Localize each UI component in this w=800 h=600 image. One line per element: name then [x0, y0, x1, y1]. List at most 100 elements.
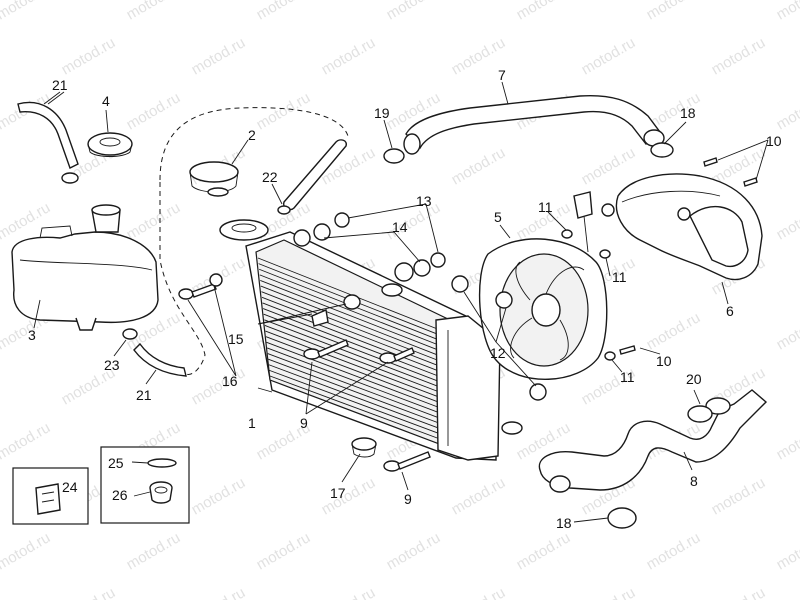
clamp-22: [277, 205, 291, 215]
radiator-fin-line: [262, 302, 444, 374]
watermark-text: motod.ru: [124, 199, 184, 243]
watermark-text: motod.ru: [59, 584, 119, 600]
watermark-text: motod.ru: [319, 584, 379, 600]
leader-lines: [33, 81, 769, 523]
hose-21-top: [17, 101, 79, 169]
watermark-text: motod.ru: [189, 34, 249, 78]
callout-24: 24: [62, 479, 78, 495]
callout-5: 5: [494, 209, 502, 225]
callout-25: 25: [108, 455, 124, 471]
radiator-fin-line: [263, 313, 444, 384]
radiator: [245, 231, 523, 461]
radiator-fin-line: [260, 280, 442, 352]
clamp-23-top: [61, 172, 79, 184]
upper-hose-7: [403, 94, 665, 155]
watermark-text: motod.ru: [709, 474, 769, 518]
radiator-fin-line: [262, 308, 444, 379]
watermark-text: motod.ru: [709, 584, 769, 600]
filler-neck: [219, 219, 269, 241]
callout-14: 14: [392, 219, 408, 235]
watermark-text: motod.ru: [579, 144, 639, 188]
watermark-text: motod.ru: [449, 144, 509, 188]
callout-23: 23: [104, 357, 120, 373]
radiator-fin-line: [265, 330, 446, 400]
watermark-text: motod.ru: [579, 34, 639, 78]
screws-10-washers-11: [561, 157, 758, 361]
lower-hose-8: [538, 389, 768, 493]
watermark-text: motod.ru: [319, 34, 379, 78]
watermark-text: motod.ru: [384, 529, 444, 573]
callout-3: 3: [28, 327, 36, 343]
watermark-text: motod.ru: [189, 364, 249, 408]
watermark-text: motod.ru: [514, 0, 574, 23]
radiator-fin-line: [268, 358, 448, 427]
watermark-text: motod.ru: [449, 474, 509, 518]
callout-7: 7: [498, 67, 506, 83]
watermark-text: motod.ru: [124, 89, 184, 133]
radiator-fin-line: [268, 364, 448, 432]
callout-6: 6: [726, 303, 734, 319]
watermark-text: motod.ru: [319, 474, 379, 518]
watermark-text: motod.ru: [0, 419, 53, 463]
watermark-text: motod.ru: [774, 89, 800, 133]
callout-16: 16: [222, 373, 238, 389]
grommets-13-14: [293, 212, 446, 282]
callout-20: 20: [686, 371, 702, 387]
watermark-text: motod.ru: [0, 0, 53, 23]
watermark-text: motod.ru: [124, 529, 184, 573]
callout-11b: 11: [612, 269, 627, 285]
watermark-text: motod.ru: [774, 0, 800, 23]
watermark-text: motod.ru: [189, 584, 249, 600]
tank-cap-4: [87, 132, 133, 157]
watermark-text: motod.ru: [774, 199, 800, 243]
bolt-9-lower: [383, 451, 431, 472]
clamp-23-bottom: [122, 328, 138, 340]
watermark-text: motod.ru: [514, 529, 574, 573]
spacers-12: [451, 275, 547, 401]
radiator-fin-line: [266, 341, 446, 411]
radiator-fin-line: [267, 353, 447, 422]
callout-21b: 21: [136, 387, 152, 403]
expansion-tank: [11, 204, 159, 331]
clamp-20: [687, 405, 713, 423]
radiator-cap-2: [189, 161, 239, 197]
bolt-16: [178, 273, 223, 300]
bushing-15: [311, 294, 361, 327]
radiator-fin-line: [259, 274, 442, 347]
callout-15: 15: [228, 331, 244, 347]
callout-numbers: 1 2 3 4 5 6 7 8 9 9 10 10 11 11 11 12 13…: [28, 67, 782, 531]
radiator-fin-line: [260, 285, 443, 358]
callout-13: 13: [416, 193, 432, 209]
callout-11c: 11: [620, 369, 635, 385]
radiator-fin-line: [261, 296, 443, 368]
watermark-text: motod.ru: [774, 529, 800, 573]
watermark-text: motod.ru: [59, 34, 119, 78]
watermark-text: motod.ru: [384, 0, 444, 23]
watermark-text: motod.ru: [774, 419, 800, 463]
clamp-18-upper: [650, 142, 674, 158]
watermark-text: motod.ru: [644, 529, 704, 573]
fan-shroud-6: [601, 173, 763, 281]
clamp-19: [383, 148, 405, 164]
watermark-text: motod.ru: [189, 474, 249, 518]
watermark-text: motod.ru: [644, 309, 704, 353]
overflow-route: [159, 107, 349, 375]
callout-9b: 9: [404, 491, 412, 507]
inset-24: [12, 467, 89, 525]
callout-12: 12: [490, 345, 506, 361]
watermark-text: motod.ru: [579, 584, 639, 600]
radiator-fin-line: [257, 257, 441, 331]
radiator-fin-line: [265, 336, 446, 406]
watermark-text: motod.ru: [254, 529, 314, 573]
watermark-text: motod.ru: [449, 584, 509, 600]
radiator-fin-line: [264, 325, 445, 395]
callout-18a: 18: [680, 105, 696, 121]
watermark-text: motod.ru: [709, 34, 769, 78]
radiator-fin-line: [269, 375, 449, 443]
callout-2: 2: [248, 127, 256, 143]
hose-21-bottom: [133, 342, 187, 377]
callout-10b: 10: [656, 353, 672, 369]
radiator-fin-line: [269, 369, 448, 438]
grommet-17: [351, 437, 377, 458]
